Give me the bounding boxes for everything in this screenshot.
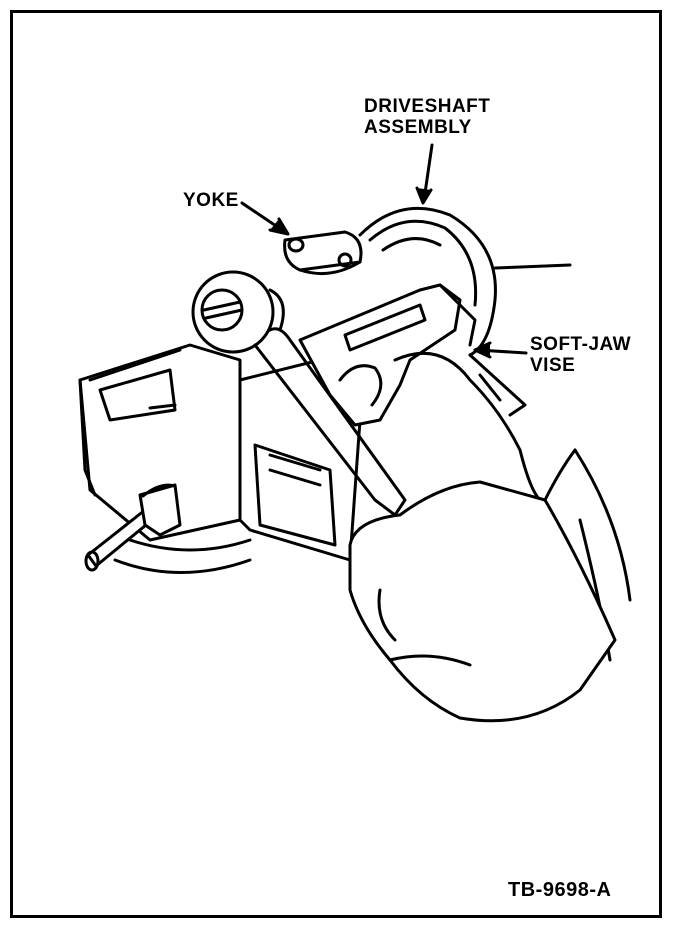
vise-body: [78, 343, 362, 574]
gloved-hand: [348, 351, 617, 723]
holding-tool: [298, 283, 477, 427]
figure-frame: [10, 10, 662, 918]
vise-handle: [84, 483, 182, 572]
wrench: [191, 270, 407, 517]
yoke-arrowhead: [268, 217, 290, 236]
yoke: [283, 230, 363, 276]
leader-arrows: [240, 143, 528, 359]
soft-jaw-vise-label: SOFT-JAW VISE: [530, 334, 632, 376]
vise-arrowhead: [473, 341, 492, 359]
yoke-label: YOKE: [183, 190, 239, 211]
figure-code: TB-9698-A: [508, 879, 612, 901]
driveshaft-arrowhead: [415, 186, 433, 205]
driveshaft-assembly-label: DRIVESHAFT ASSEMBLY: [364, 96, 491, 138]
